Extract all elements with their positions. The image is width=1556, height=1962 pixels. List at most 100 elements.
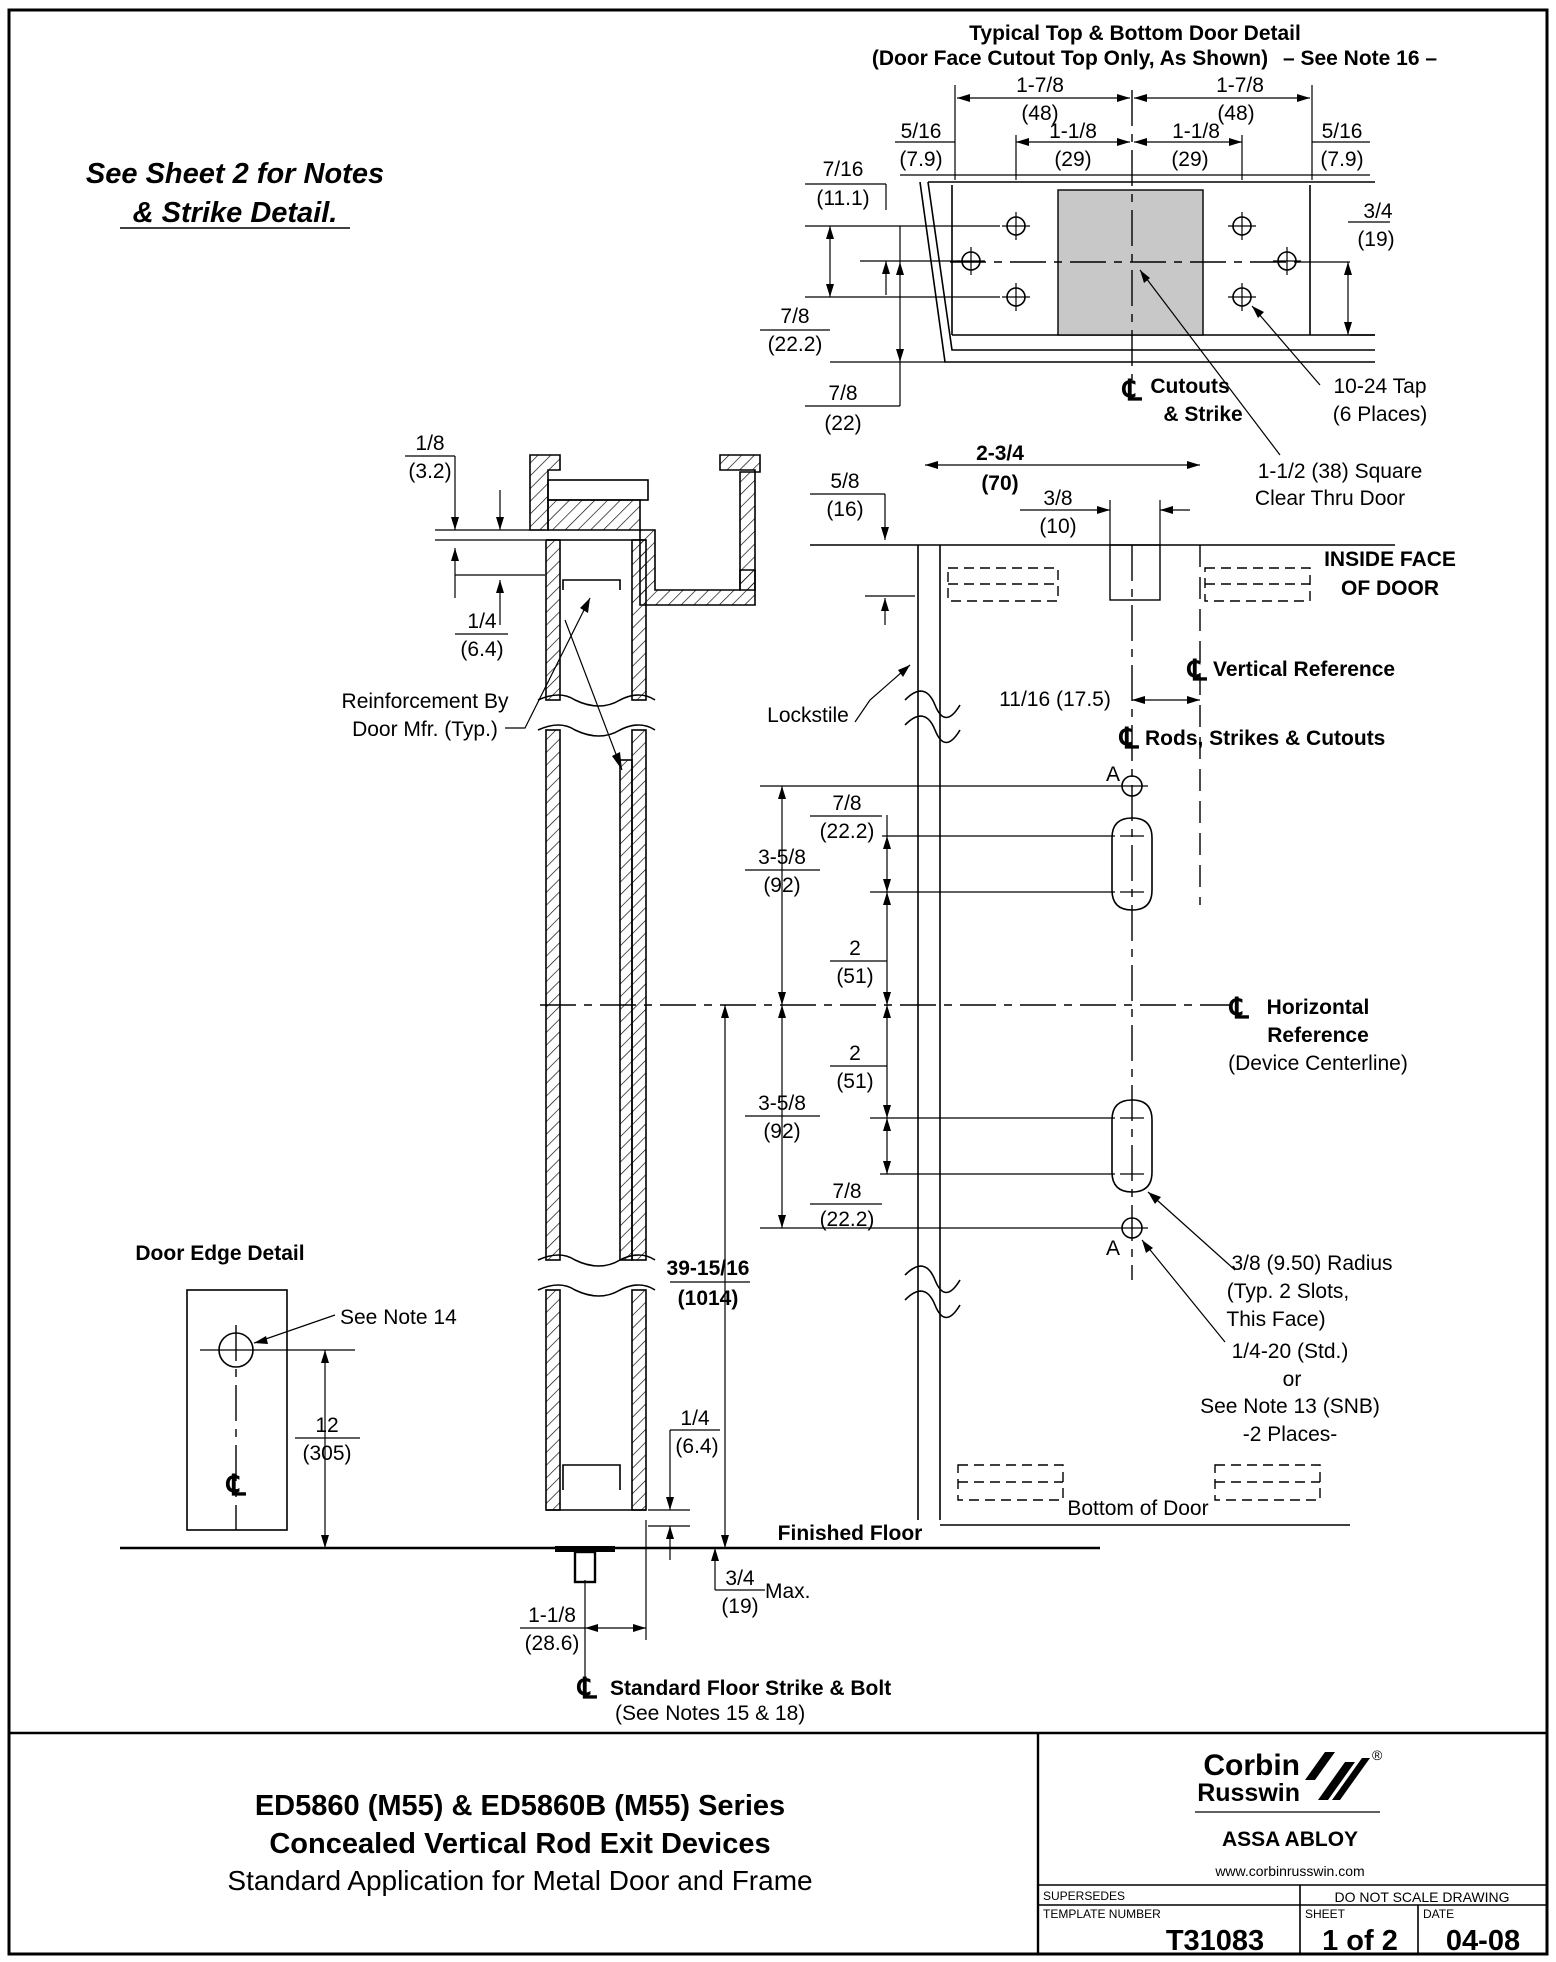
reinforce-label-2: Door Mfr. (Typ.) [352, 718, 498, 741]
dim-n1-frac: 7/8 [832, 792, 861, 815]
horiz-ref-cl-symbol: ℄ [1228, 993, 1249, 1025]
dim-g-frac: 7/16 [823, 158, 864, 181]
radius-label-2: (Typ. 2 Slots, [1227, 1280, 1350, 1303]
dim-m-mm: (16) [826, 498, 863, 521]
dim-n4-frac: 2 [849, 1042, 861, 1065]
hole-label-3: See Note 13 (SNB) [1200, 1395, 1380, 1418]
frame-d2-frac: 1/4 [467, 610, 497, 633]
top-detail-subtitle: (Door Face Cutout Top Only, As Shown) [872, 47, 1268, 70]
dim-n2-frac: 3-5/8 [758, 846, 806, 869]
door-face: 2-3/4 (70) 3/8 (10) 5/8 (16) INSIDE FACE… [540, 442, 1456, 1526]
edge-cl-symbol: ℄ [225, 1470, 246, 1502]
title-line-2: Concealed Vertical Rod Exit Devices [269, 1828, 770, 1860]
inside-face-label-1: INSIDE FACE [1324, 548, 1456, 571]
reinforce-label-1: Reinforcement By [342, 690, 509, 713]
r-dim-frac: 1-1/8 [528, 1604, 576, 1627]
title-line-1: ED5860 (M55) & ED5860B (M55) Series [255, 1790, 785, 1822]
dim-n5-frac: 3-5/8 [758, 1092, 806, 1115]
hole-label-4: -2 Places- [1243, 1423, 1338, 1446]
strike-label-2: (See Notes 15 & 18) [615, 1702, 805, 1725]
vertical-ref-label: Vertical Reference [1213, 658, 1395, 681]
dim-h-mm: (19) [1357, 228, 1394, 251]
dim-w-mm: (70) [981, 472, 1018, 495]
edge-note-label: See Note 14 [340, 1306, 457, 1329]
company-logo: Corbin Russwin ® [1195, 1747, 1383, 1813]
website-label: www.corbinrusswin.com [1214, 1863, 1364, 1879]
horiz-ref-label-2: Reference [1267, 1024, 1369, 1047]
dim-b-mm: (48) [1217, 102, 1254, 125]
dim-n2-mm: (92) [763, 874, 800, 897]
dim-h-frac: 3/4 [1363, 200, 1393, 223]
sheet-border [7, 8, 1549, 1956]
slot-top [1111, 817, 1153, 911]
point-a-bottom: A [1106, 1237, 1120, 1260]
dim-n6-mm: (22.2) [820, 1208, 875, 1231]
logo-text-2: Russwin [1197, 1779, 1300, 1807]
dim-g-mm: (11.1) [816, 187, 869, 210]
edge-dim-mm: (305) [302, 1442, 351, 1465]
dim-n5-mm: (92) [763, 1120, 800, 1143]
dim-m-frac: 5/8 [830, 470, 859, 493]
hole-label-1: 1/4-20 (Std.) [1232, 1340, 1349, 1363]
horiz-ref-label-3: (Device Centerline) [1228, 1052, 1408, 1075]
see-sheet-line1: See Sheet 2 for Notes [86, 158, 384, 190]
finished-floor-label: Finished Floor [778, 1522, 923, 1545]
hole-label-2: or [1283, 1368, 1302, 1391]
dim-j-frac: 7/8 [828, 382, 857, 405]
edge-detail-title: Door Edge Detail [135, 1242, 304, 1265]
dim-k-frac: 3/8 [1043, 487, 1072, 510]
radius-label-1: 3/8 (9.50) Radius [1231, 1252, 1392, 1275]
title-block: ED5860 (M55) & ED5860B (M55) Series Conc… [227, 1733, 1547, 1957]
rods-label: Rods, Strikes & Cutouts [1145, 727, 1385, 750]
tap-label-1: 10-24 Tap [1333, 375, 1426, 398]
tap-holes [957, 212, 1301, 311]
slot-bottom [1111, 1099, 1153, 1193]
dim-e-frac: 5/16 [901, 120, 942, 143]
height-dim-frac: 39-15/16 [667, 1257, 750, 1280]
logo-text-1: Corbin [1203, 1749, 1300, 1782]
frame-d1-frac: 1/8 [415, 432, 444, 455]
dim-b-frac: 1-7/8 [1216, 74, 1264, 97]
edge-dim-frac: 12 [315, 1414, 338, 1437]
dim-k-mm: (10) [1039, 515, 1076, 538]
template-number-value: T31083 [1166, 1925, 1264, 1957]
date-value: 04-08 [1446, 1925, 1520, 1957]
strike-cl-symbol: ℄ [576, 1673, 597, 1705]
dim-f-frac: 5/16 [1322, 120, 1363, 143]
centerline-symbol: ℄ [1121, 375, 1142, 407]
radius-label-3: This Face) [1226, 1308, 1325, 1331]
dim-n3-frac: 2 [849, 937, 861, 960]
q-dim-frac: 3/4 [725, 1567, 755, 1590]
cl-cutouts-label: Cutouts [1150, 375, 1229, 398]
see-sheet-line2: & Strike Detail. [133, 197, 338, 229]
dim-f-mm: (7.9) [1320, 148, 1363, 171]
frame-d1-mm: (3.2) [408, 460, 451, 483]
bottom-of-door-label: Bottom of Door [1067, 1497, 1208, 1520]
registered-mark: ® [1372, 1747, 1383, 1763]
q-max-label: Max. [765, 1580, 811, 1603]
title-line-3: Standard Application for Metal Door and … [227, 1865, 812, 1896]
dim-a-mm: (48) [1021, 102, 1058, 125]
height-dim-mm: (1014) [678, 1287, 739, 1310]
template-number-label: TEMPLATE NUMBER [1043, 1907, 1161, 1921]
p-dim-frac: 1/4 [680, 1407, 710, 1430]
tap-label-2: (6 Places) [1333, 403, 1428, 426]
brand-label: ASSA ABLOY [1222, 1828, 1358, 1851]
frame-section: 1/8 (3.2) 1/4 (6.4) Reinforcement By Doo… [342, 432, 761, 1511]
dim-c-frac: 1-1/8 [1049, 120, 1097, 143]
door-edge-detail: Door Edge Detail ℄ See Note 14 12 (305) [135, 1242, 457, 1548]
dim-j-mm: (22) [824, 412, 861, 435]
dim-w-frac: 2-3/4 [976, 442, 1024, 465]
date-label: DATE [1423, 1907, 1454, 1921]
dim-c-mm: (29) [1054, 148, 1091, 171]
sheet-label: SHEET [1305, 1907, 1346, 1921]
dim-i-frac: 7/8 [780, 305, 809, 328]
square-label-1: 1-1/2 (38) Square [1258, 460, 1423, 483]
scale-note: DO NOT SCALE DRAWING [1334, 1889, 1509, 1905]
dim-d-frac: 1-1/8 [1172, 120, 1220, 143]
cl-strike-label: & Strike [1163, 403, 1242, 426]
top-door-detail: Typical Top & Bottom Door Detail (Door F… [760, 22, 1437, 510]
dim-n3-mm: (51) [836, 965, 873, 988]
frame-d2-mm: (6.4) [460, 638, 503, 661]
